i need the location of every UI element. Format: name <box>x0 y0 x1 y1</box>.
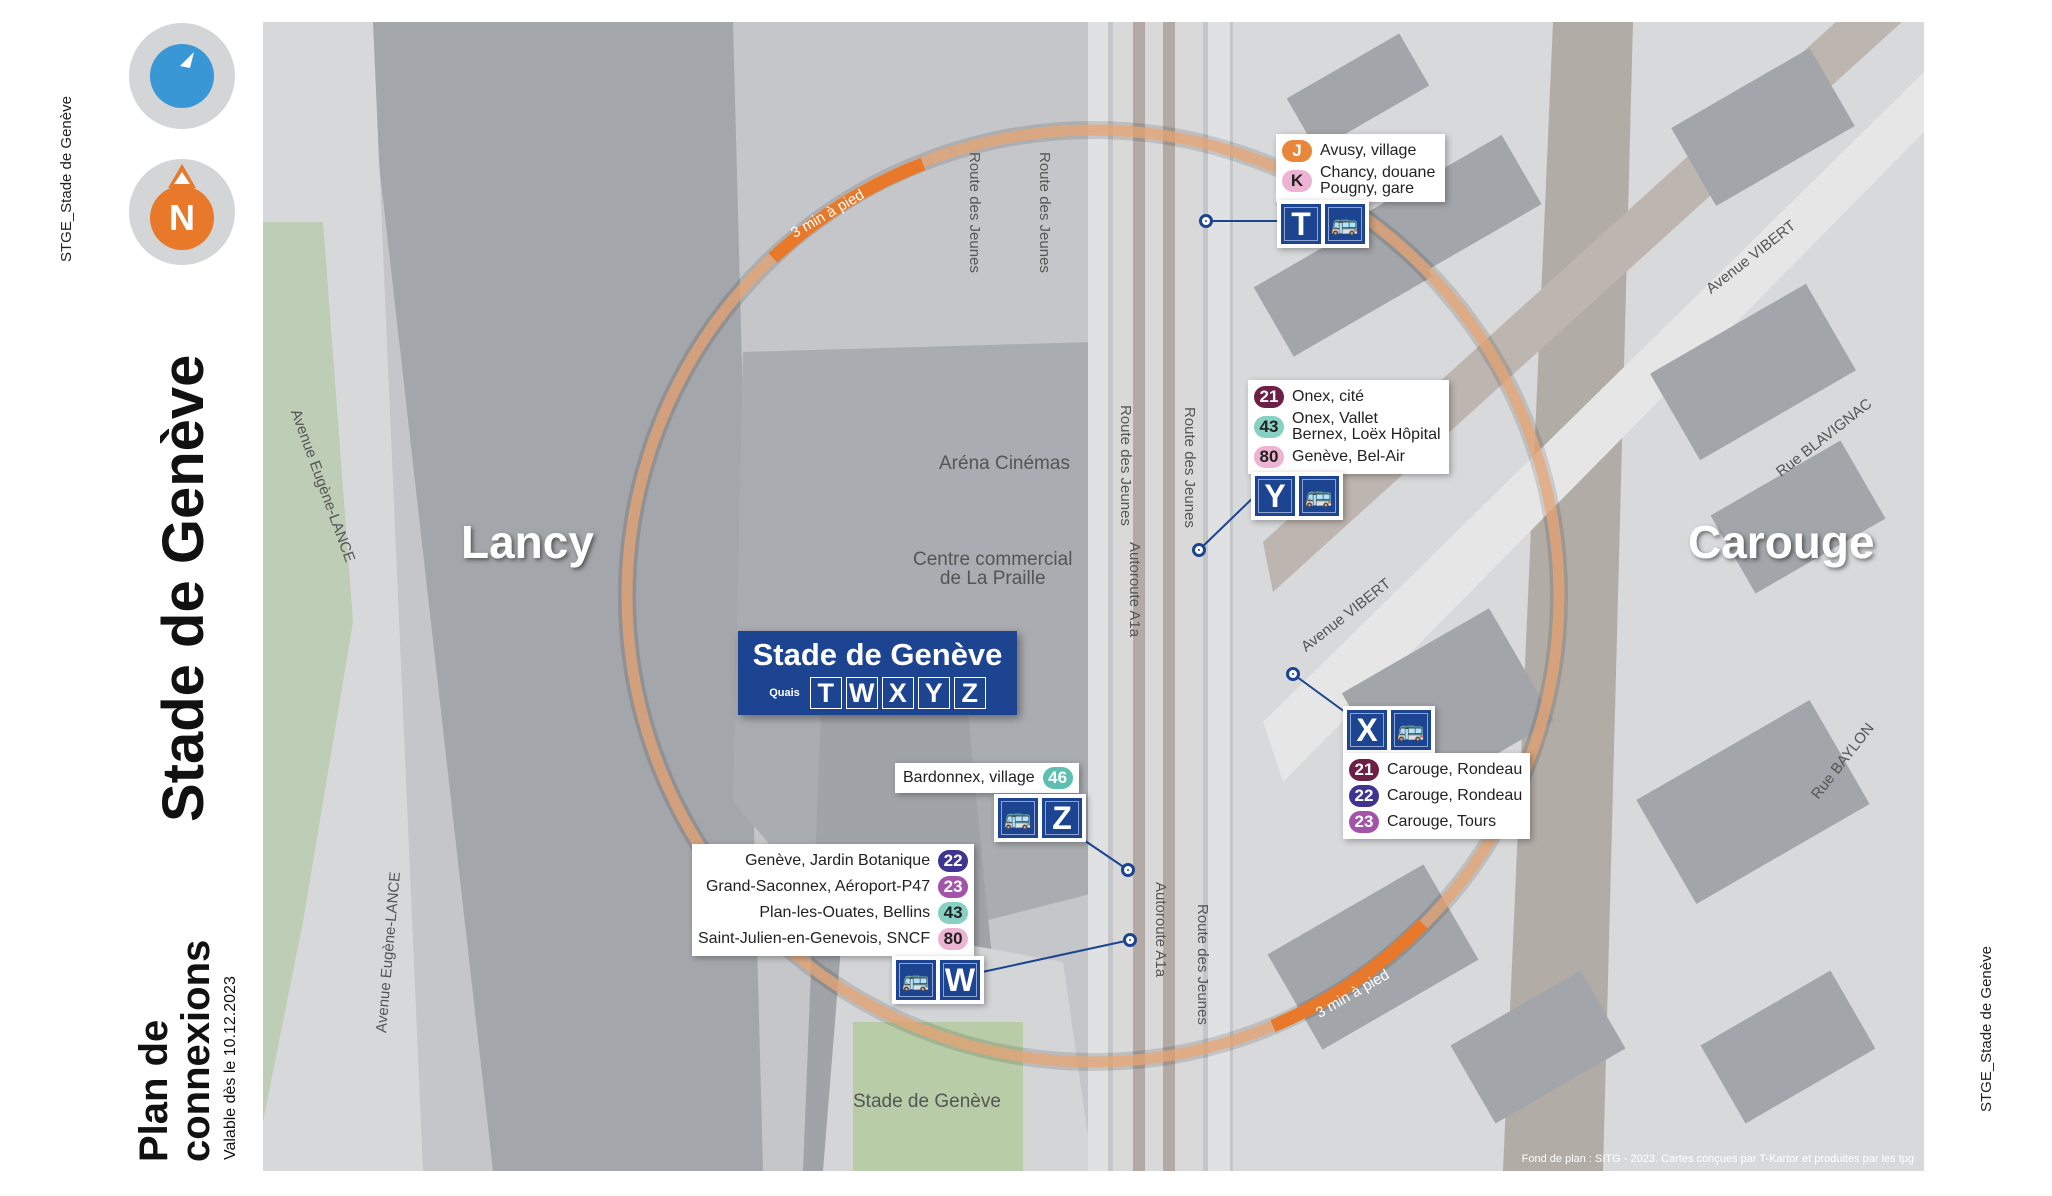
town-carouge: Carouge <box>1688 516 1875 568</box>
quais-label: Quais <box>769 687 800 699</box>
line-badge[interactable]: 23 <box>1349 811 1379 833</box>
line-badge[interactable]: 80 <box>1254 446 1284 468</box>
line-badge[interactable]: 80 <box>938 928 969 950</box>
bus-icon: 🚌 <box>1391 710 1431 750</box>
destination-1: Chancy, douane <box>1320 164 1436 181</box>
station-box: Stade de Genève Quais T W X Y Z <box>738 631 1017 715</box>
walk-arc-bottom <box>1270 919 1428 1032</box>
quai-w[interactable]: W <box>845 677 878 709</box>
map-background <box>263 22 1924 1171</box>
line-badge[interactable]: 43 <box>938 902 969 924</box>
quai-letter: Z <box>1042 798 1082 838</box>
stop-title: Stade de Genève <box>151 354 216 822</box>
bus-icon: 🚌 <box>896 960 936 1000</box>
line-badge[interactable]: 43 <box>1254 416 1284 438</box>
walk-arc-top <box>768 157 926 263</box>
line-badge[interactable]: 23 <box>938 876 969 898</box>
destination: Carouge, Rondeau <box>1387 787 1523 804</box>
line-badge[interactable]: K <box>1282 170 1312 192</box>
line-badge[interactable]: J <box>1282 140 1312 162</box>
destination-2: Bernex, Loëx Hôpital <box>1292 426 1441 443</box>
quai-y[interactable]: Y <box>917 677 950 709</box>
stop-z-marker[interactable] <box>1121 863 1135 877</box>
town-lancy: Lancy <box>461 516 594 568</box>
bus-icon: 🚌 <box>998 798 1038 838</box>
street-route-des-jeunes: Route des Jeunes <box>966 152 983 273</box>
quai-letter: X <box>1347 710 1387 750</box>
plan-title: Plan de connexions <box>132 939 218 1162</box>
destination: Genève, Bel-Air <box>1292 448 1405 465</box>
validity-date: Valable dès le 10.12.2023 <box>222 976 239 1160</box>
quai-y-sign[interactable]: Y🚌 <box>1251 472 1343 520</box>
bus-icon: 🚌 <box>1325 204 1365 244</box>
map-credit: Fond de plan : SITG - 2023. Cartes conçu… <box>1521 1153 1914 1165</box>
stop-t-marker[interactable] <box>1199 214 1213 228</box>
destination: Saint-Julien-en-Genevois, SNCF <box>698 930 931 947</box>
quai-t-sign[interactable]: T🚌 <box>1277 200 1369 248</box>
destination: Bardonnex, village <box>903 769 1035 786</box>
destination: Onex, cité <box>1292 388 1365 405</box>
poi-stade: Stade de Genève <box>853 1091 1001 1112</box>
compass-button[interactable] <box>129 23 235 129</box>
walking-radius-circle <box>621 124 1565 1068</box>
quai-z-sign[interactable]: 🚌Z <box>994 794 1086 842</box>
line-badge[interactable]: 21 <box>1349 759 1379 781</box>
destination-2: Pougny, gare <box>1320 180 1414 197</box>
station-name: Stade de Genève <box>752 637 1003 672</box>
quai-x-sign[interactable]: X🚌 <box>1343 706 1435 754</box>
plan-title-line1: Plan de <box>132 1019 176 1162</box>
quai-x[interactable]: X <box>881 677 914 709</box>
street-autoroute: Autoroute A1a <box>1126 542 1143 638</box>
quai-t[interactable]: T <box>809 677 842 709</box>
stop-y-marker[interactable] <box>1192 543 1206 557</box>
destination: Genève, Jardin Botanique <box>745 852 931 869</box>
stop-x-marker[interactable] <box>1286 667 1300 681</box>
north-button[interactable]: N <box>129 159 235 265</box>
quai-letter: T <box>1281 204 1321 244</box>
poi-centre-line2: de La Praille <box>939 568 1046 589</box>
destination: Avusy, village <box>1320 142 1417 159</box>
quai-letter: W <box>940 960 980 1000</box>
street-route-des-jeunes-5: Route des Jeunes <box>1194 904 1211 1025</box>
street-route-des-jeunes-3: Route des Jeunes <box>1117 405 1134 526</box>
map[interactable]: Route des Jeunes Route des Jeunes Route … <box>263 22 1924 1171</box>
plan-code: STGE_Stade de Genève <box>58 96 75 262</box>
bus-icon: 🚌 <box>1299 476 1339 516</box>
line-badge[interactable]: 22 <box>1349 785 1379 807</box>
north-icon: N <box>150 186 214 250</box>
quai-z[interactable]: Z <box>953 677 986 709</box>
street-route-des-jeunes-2: Route des Jeunes <box>1036 152 1053 273</box>
street-autoroute-2: Autoroute A1a <box>1152 882 1169 978</box>
destination: Carouge, Tours <box>1387 813 1497 830</box>
poi-centre-line1: Centre commercial <box>913 549 1073 570</box>
line-badge[interactable]: 46 <box>1042 767 1073 789</box>
street-route-des-jeunes-4: Route des Jeunes <box>1181 407 1198 528</box>
callout-z: Bardonnex, village 46 <box>895 763 1079 793</box>
plan-code-right: STGE_Stade de Genève <box>1978 946 1995 1112</box>
stop-w-marker[interactable] <box>1123 933 1137 947</box>
destination-1: Onex, Vallet <box>1292 410 1378 427</box>
quai-w-sign[interactable]: 🚌W <box>892 956 984 1004</box>
destination: Grand-Saconnex, Aéroport-P47 <box>705 878 931 895</box>
callout-w: Genève, Jardin Botanique 22 Grand-Saconne… <box>692 844 975 956</box>
destination: Carouge, Rondeau <box>1387 761 1523 778</box>
line-badge[interactable]: 21 <box>1254 386 1284 408</box>
compass-icon <box>150 44 214 108</box>
line-badge[interactable]: 22 <box>938 850 969 872</box>
quai-letter: Y <box>1255 476 1295 516</box>
plan-title-line2: connexions <box>174 939 218 1162</box>
poi-arena: Aréna Cinémas <box>939 453 1070 474</box>
destination: Plan-les-Ouates, Bellins <box>759 904 931 921</box>
